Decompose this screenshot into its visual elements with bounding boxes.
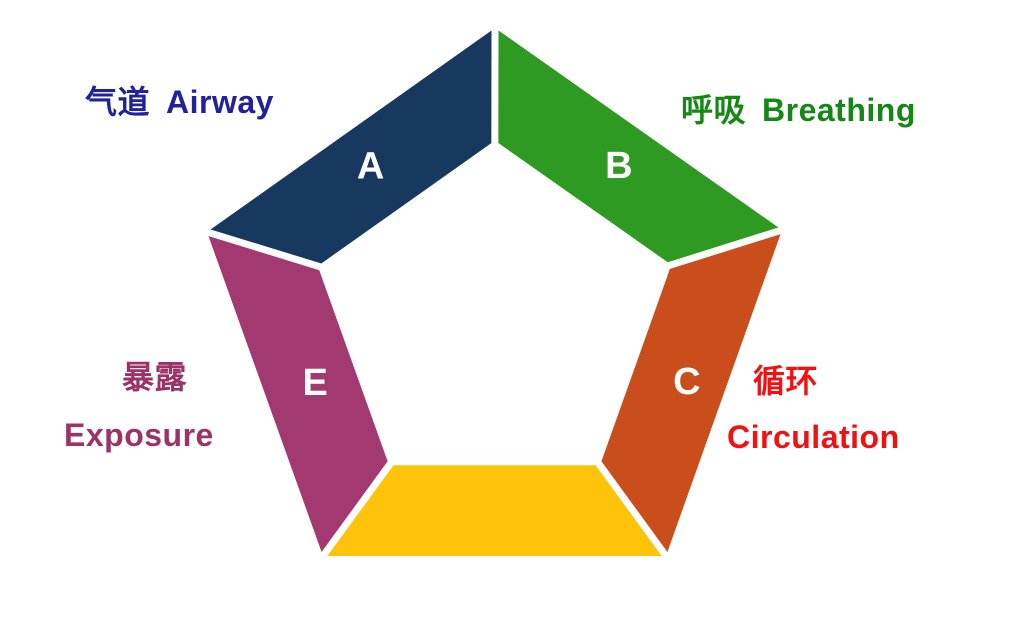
segment-letter-b: B xyxy=(605,145,632,187)
segment-d xyxy=(323,465,666,556)
segment-e xyxy=(207,232,390,556)
segment-gap xyxy=(314,455,398,567)
breathing-label-zh: 呼吸 xyxy=(681,92,747,128)
exposure-label-en: Exposure xyxy=(64,417,214,453)
circulation-label-zh: 循环 xyxy=(753,363,819,399)
circulation-label-en: Circulation xyxy=(727,419,900,455)
segment-letter-a: A xyxy=(357,146,384,188)
segment-b xyxy=(494,28,782,265)
segment-c xyxy=(600,230,782,556)
airway-label-en: Airway xyxy=(166,84,274,120)
segment-a xyxy=(207,28,495,267)
segment-letter-e: E xyxy=(303,362,328,404)
segment-letter-c: C xyxy=(673,361,700,403)
segment-gap xyxy=(196,225,329,273)
exposure-label-zh: 暴露 xyxy=(122,359,188,395)
breathing-label: 呼吸 Breathing xyxy=(681,92,916,129)
segment-gap xyxy=(660,223,793,272)
airway-label: 气道 Airway xyxy=(85,84,274,121)
segment-gap xyxy=(591,455,675,567)
breathing-label-en: Breathing xyxy=(762,92,916,128)
airway-label-zh: 气道 xyxy=(85,84,151,120)
